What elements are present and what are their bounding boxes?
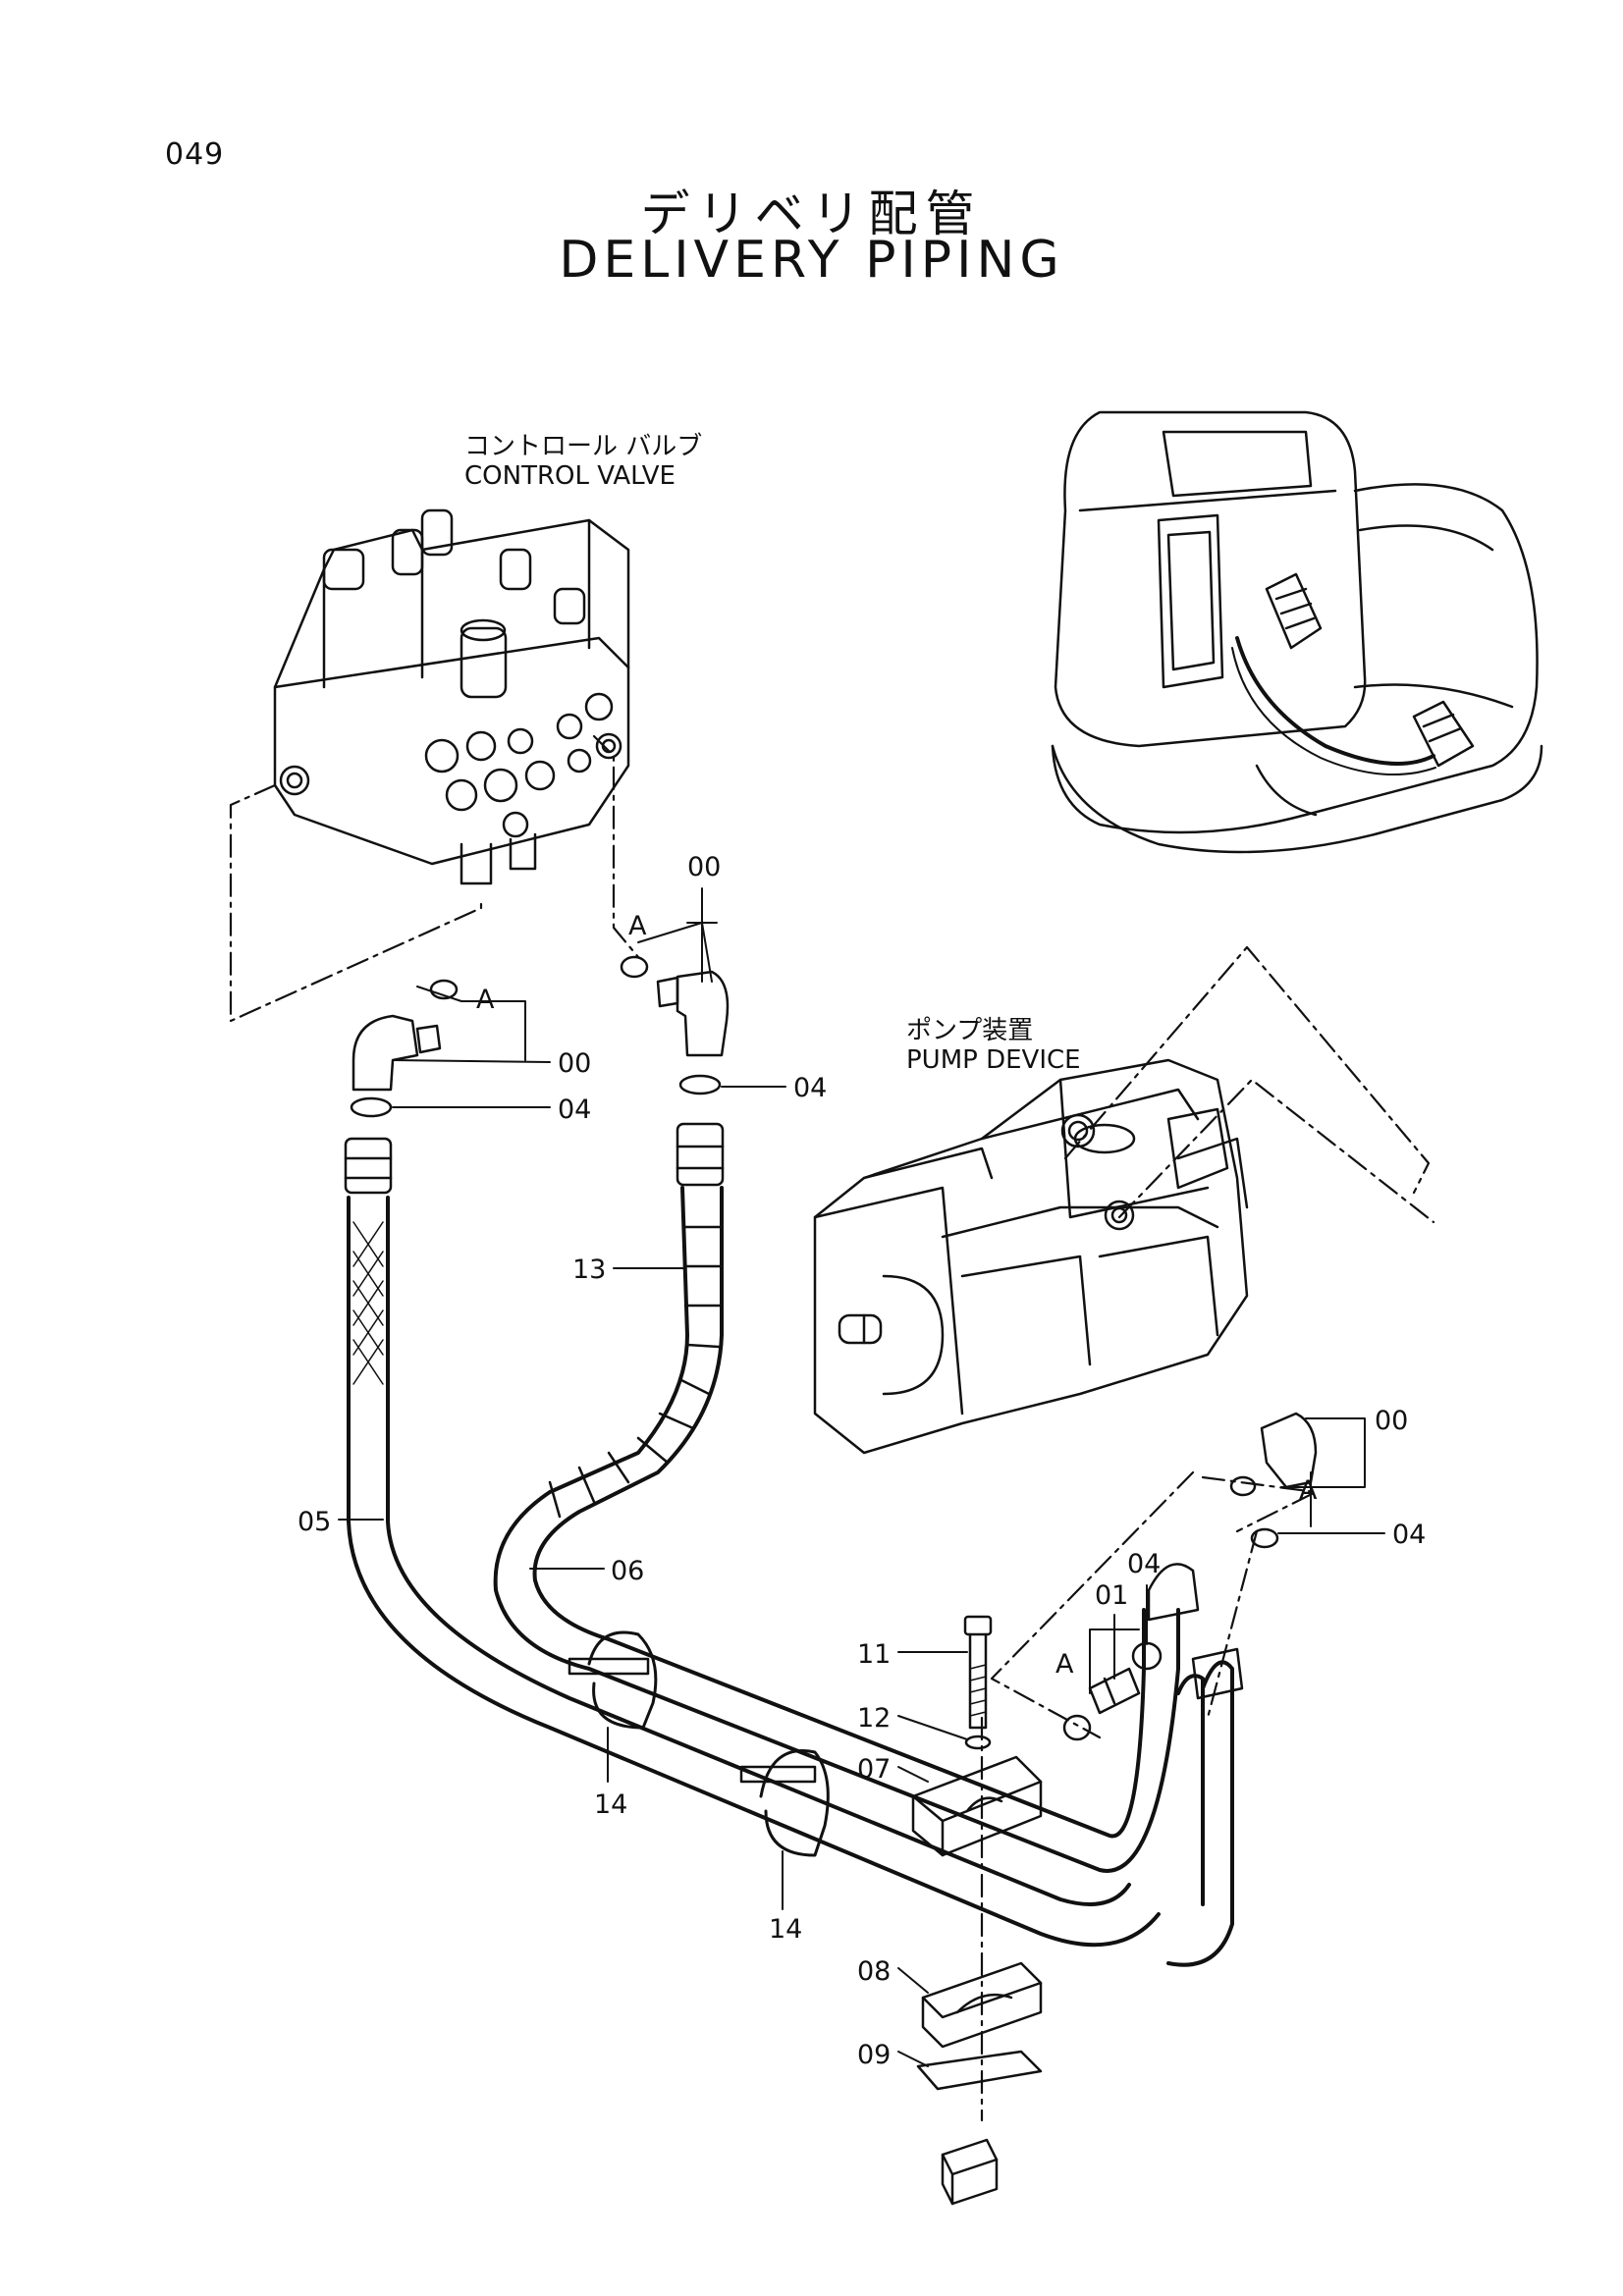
clamp-08 <box>923 1963 1041 2047</box>
callout-detail-a-pump: A <box>1299 1475 1318 1506</box>
title-japanese: デリベリ配管 <box>640 186 983 242</box>
control-valve-illustration <box>275 510 628 883</box>
callout-top-left-fitting: 00 <box>558 1048 592 1079</box>
callout-detail-a-top-right: A <box>628 911 647 941</box>
callout-top-right-fitting: 00 <box>687 852 722 882</box>
plate-09 <box>918 2052 1041 2089</box>
title-english: DELIVERY PIPING <box>559 231 1064 290</box>
pump-device-label: ポンプ装置 PUMP DEVICE <box>906 1016 1081 1075</box>
clamp-band-right <box>741 1750 828 1855</box>
control-valve-label-ja: コントロール バルブ <box>464 432 703 461</box>
callout-hose-upper: 13 <box>572 1255 607 1285</box>
control-valve-label-en: CONTROL VALVE <box>464 461 676 491</box>
callout-pump-adapter: 01 <box>1095 1580 1129 1611</box>
fitting-pump <box>1231 1414 1316 1547</box>
clamp-07 <box>913 1757 1041 1855</box>
excavator-overview-illustration <box>1053 412 1542 852</box>
pump-device-label-en: PUMP DEVICE <box>906 1045 1081 1075</box>
fitting-top-right <box>622 957 728 1055</box>
hose-05 <box>346 1139 1159 1945</box>
callout-leaders <box>339 888 1384 2066</box>
control-valve-label: コントロール バルブ CONTROL VALVE <box>464 432 702 491</box>
hose-06 <box>496 1124 1198 1871</box>
callout-band-left: 14 <box>594 1789 628 1820</box>
hose-pump-right <box>1168 1649 1242 1965</box>
callout-left-oring: 04 <box>558 1095 592 1125</box>
fitting-top-left <box>353 981 457 1090</box>
callout-washer: 12 <box>857 1703 892 1734</box>
callout-bolt: 11 <box>857 1639 892 1670</box>
callout-hose-05: 05 <box>298 1507 332 1537</box>
adapter-01 <box>1064 1643 1161 1739</box>
nut-block <box>943 2140 997 2204</box>
bolt-11 <box>965 1617 991 1728</box>
oring-right <box>680 1076 720 1094</box>
callout-right-oring: 04 <box>793 1073 828 1103</box>
pump-device-illustration <box>815 1060 1247 1453</box>
callout-clamp-upper: 07 <box>857 1754 892 1785</box>
oring-left <box>352 1098 391 1116</box>
callout-hose-06: 06 <box>611 1556 645 1586</box>
pump-device-label-ja: ポンプ装置 <box>906 1016 1034 1045</box>
callout-plate: 09 <box>857 2040 892 2070</box>
callout-pump-fitting: 00 <box>1375 1406 1409 1436</box>
page-number: 049 <box>165 137 225 172</box>
clamp-band-left <box>569 1632 656 1728</box>
callout-clamp-lower: 08 <box>857 1956 892 1987</box>
callout-pump-oring-lower: 04 <box>1392 1520 1427 1550</box>
callout-detail-a-top-left: A <box>476 985 495 1015</box>
callout-pump-oring-upper: 04 <box>1127 1549 1162 1579</box>
callout-band-right: 14 <box>769 1914 803 1945</box>
washer-12 <box>966 1736 990 1748</box>
callout-detail-a-adapter: A <box>1055 1649 1074 1680</box>
